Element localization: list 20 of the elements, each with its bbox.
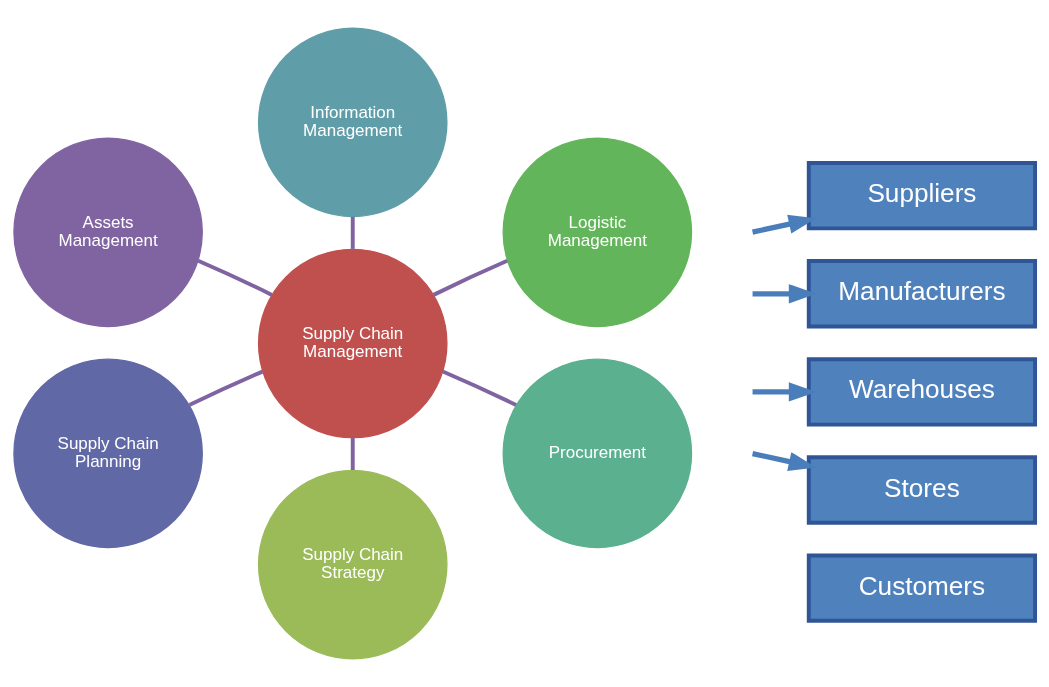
node-circle: Supply Chain Strategy bbox=[257, 469, 448, 660]
node-circle: Procurement bbox=[502, 358, 693, 549]
connector bbox=[432, 258, 508, 297]
node-circle: Supply Chain Planning bbox=[13, 358, 203, 549]
node-circle: Information Management bbox=[257, 27, 448, 218]
node-circle: Assets Management bbox=[13, 137, 203, 328]
node-box: Warehouses bbox=[806, 357, 1038, 427]
arrow bbox=[752, 451, 817, 471]
connector bbox=[188, 369, 264, 407]
node-circle: Logistic Management bbox=[502, 137, 693, 328]
connector bbox=[350, 437, 355, 470]
connector bbox=[197, 258, 273, 297]
node-box: Stores bbox=[806, 455, 1038, 525]
connector bbox=[350, 216, 355, 249]
connector bbox=[442, 369, 517, 407]
node-box: Customers bbox=[806, 553, 1038, 623]
node-circle: Supply Chain Management bbox=[257, 248, 448, 439]
arrow bbox=[752, 382, 817, 402]
node-box: Manufacturers bbox=[806, 259, 1038, 329]
node-box: Suppliers bbox=[806, 161, 1038, 231]
